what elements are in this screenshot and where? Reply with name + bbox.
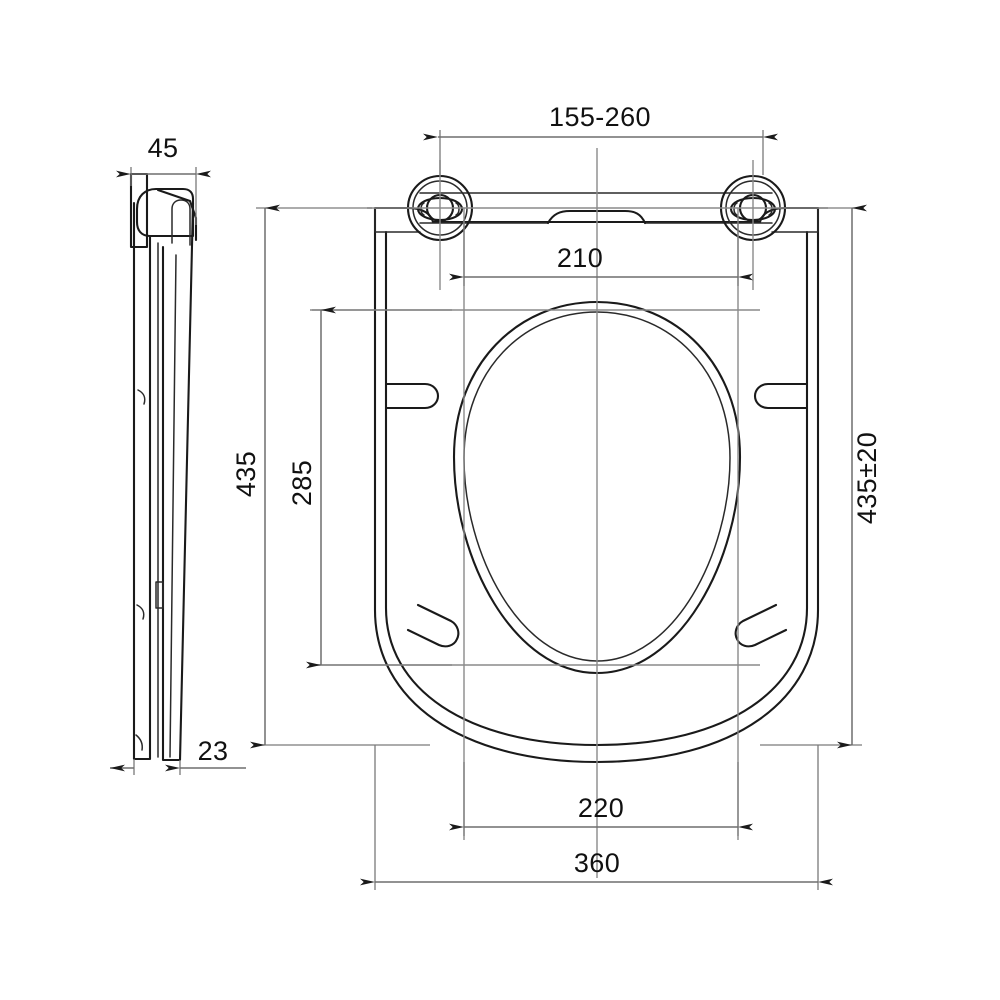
bumper-upper-right: [753, 382, 808, 410]
dim-220-label: 220: [578, 793, 624, 823]
dimension-45: 45: [116, 133, 211, 225]
hinge-wing-right: [771, 207, 819, 233]
hinge-right-bolt-notch-right: [768, 202, 773, 216]
hinge-wing-left: [374, 207, 421, 233]
bumper-lower-right: [734, 603, 788, 648]
side-view-bumper-upper: [137, 389, 146, 405]
dimension-210: 210: [449, 222, 753, 286]
side-view-bottom-curve: [135, 734, 143, 751]
dimension-285: 285: [287, 306, 452, 669]
side-view-hinge-slot: [171, 199, 191, 246]
bumper-lower-left: [406, 603, 460, 648]
side-view-bumper-lower: [136, 604, 145, 620]
dim-285-label: 285: [287, 460, 317, 506]
dimension-23: 23: [110, 736, 246, 775]
dim-360-label: 360: [574, 848, 620, 878]
side-view-lid-outer: [161, 201, 195, 762]
dim-23-label: 23: [198, 736, 229, 766]
dim-155-260-label: 155-260: [549, 102, 651, 132]
hinge-right-bolt-notch-left: [733, 202, 738, 216]
seat-outer-contour: [373, 206, 820, 764]
dimension-360: 360: [360, 745, 833, 890]
dim-210-label: 210: [557, 243, 603, 273]
side-view-group: [129, 172, 198, 762]
side-view-inner-divider-2: [169, 254, 177, 758]
bumper-upper-left: [385, 382, 440, 410]
dimension-220: 220: [449, 762, 753, 836]
dim-435-20-label: 435±20: [852, 432, 882, 524]
side-view-detail-rect: [155, 581, 164, 609]
dimension-155-260: 155-260: [423, 102, 778, 175]
dim-45-label: 45: [148, 133, 179, 163]
dimension-435: 435: [231, 204, 430, 749]
dimension-435-tolerance: 435±20: [760, 204, 882, 749]
hinge-left-bolt-notch-right: [455, 202, 460, 216]
hinge-left-bolt-notch-left: [420, 202, 425, 216]
dim-435-label: 435: [231, 451, 261, 497]
side-view-seat-outer: [132, 201, 152, 761]
side-view-hinge-block: [135, 187, 195, 238]
